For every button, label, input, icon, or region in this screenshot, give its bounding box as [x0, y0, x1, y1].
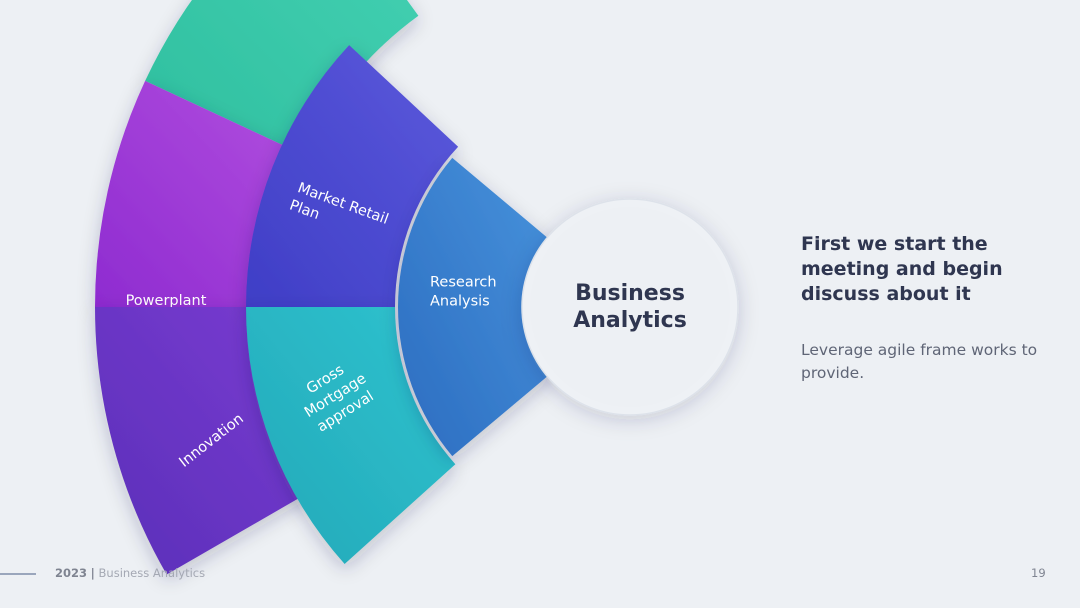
- side-description: Leverage agile frame works to provide.: [801, 341, 1038, 382]
- center-title-line2: Analytics: [573, 308, 687, 333]
- segment-label-powerplant: Powerplant: [126, 293, 207, 309]
- segment-gross-mortgage-approval: GrossMortgageapproval: [246, 307, 456, 564]
- footer-year: 2023: [55, 566, 88, 580]
- segment-shape-market-retail-plan: [246, 45, 459, 307]
- segment-market-retail-plan: Market RetailPlan: [246, 45, 459, 307]
- footer-title: Business Analytics: [98, 566, 206, 580]
- side-heading: First we start the meeting and begin dis…: [801, 233, 1003, 305]
- segment-shape-gross-mortgage-approval: [246, 307, 456, 564]
- page-number: 19: [1031, 566, 1046, 580]
- center-title-line1: Business: [575, 281, 685, 306]
- center-circle: Business Analytics: [521, 198, 739, 416]
- footer-rule: [0, 573, 36, 575]
- segment-shape-agriculture: [145, 0, 419, 155]
- footer-separator: |: [90, 566, 95, 580]
- footer-text: 2023 | Business Analytics: [55, 566, 205, 580]
- segment-shape-research-analysis: [397, 157, 554, 457]
